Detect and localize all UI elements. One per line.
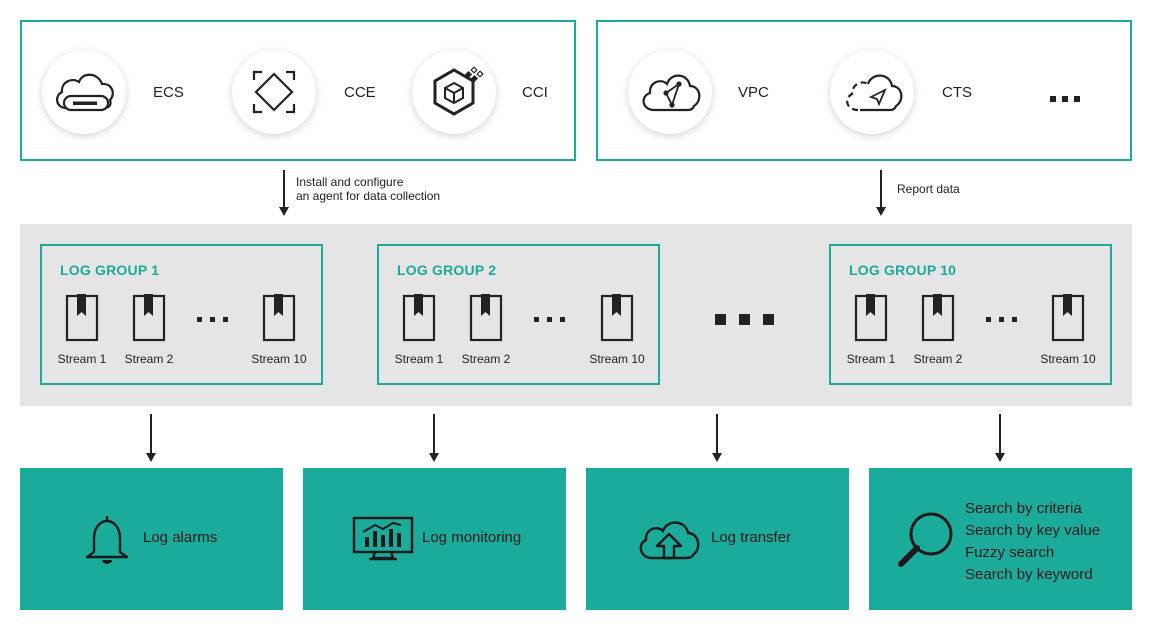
stream-book-icon xyxy=(854,294,888,342)
stream-book-icon xyxy=(469,294,503,342)
more-log-groups-icon xyxy=(715,314,774,325)
search-option: Search by key value xyxy=(965,522,1101,539)
monitor-chart-icon xyxy=(352,516,414,561)
cloud-trace-icon xyxy=(846,74,903,112)
log-group-title: LOG GROUP 1 xyxy=(60,262,160,278)
cloud-server-icon xyxy=(56,73,114,112)
log-group-1: LOG GROUP 1 Stream 1 Stream 2 Stream 10 xyxy=(40,244,323,385)
more-streams-icon xyxy=(534,317,565,322)
more-services-indicator xyxy=(1050,90,1082,108)
log-monitoring-label: Log monitoring xyxy=(422,529,522,546)
log-group-title: LOG GROUP 10 xyxy=(849,262,957,278)
source-box-compute: ECS CCE CCI xyxy=(20,20,576,161)
search-options-list: Search by criteria Search by key value F… xyxy=(965,498,1100,586)
cloud-network-icon xyxy=(642,74,701,112)
service-label-cci: CCI xyxy=(522,84,548,101)
more-dots-icon xyxy=(1050,96,1080,102)
ecs-service-circle xyxy=(42,50,126,134)
log-group-10: LOG GROUP 10 Stream 1 Stream 2 Stream 10 xyxy=(829,244,1112,385)
arrow-to-transfer xyxy=(712,414,722,462)
arrow-to-alarms xyxy=(146,414,156,462)
cce-service-circle xyxy=(232,50,316,134)
stream-label: Stream 1 xyxy=(57,352,107,366)
stream-label: Stream 10 xyxy=(251,352,307,366)
stream-item: Stream 2 xyxy=(908,294,968,366)
install-label-line2: an agent for data collection xyxy=(296,189,441,203)
service-label-vpc: VPC xyxy=(738,84,769,101)
search-option: Fuzzy search xyxy=(965,544,1055,561)
more-streams-icon xyxy=(197,317,228,322)
arrow-to-search xyxy=(995,414,1005,462)
stream-book-icon xyxy=(600,294,634,342)
report-arrow xyxy=(876,170,886,216)
stream-item: Stream 1 xyxy=(841,294,901,366)
stream-item: Stream 2 xyxy=(119,294,179,366)
stream-item: Stream 10 xyxy=(587,294,647,366)
stream-item: Stream 2 xyxy=(456,294,516,366)
service-label-ecs: ECS xyxy=(153,84,184,101)
stream-label: Stream 2 xyxy=(124,352,174,366)
stream-item: Stream 1 xyxy=(389,294,449,366)
more-streams-icon xyxy=(986,317,1017,322)
log-monitoring-box: Log monitoring xyxy=(303,468,566,610)
stream-book-icon xyxy=(402,294,436,342)
log-search-box: Search by criteria Search by key value F… xyxy=(869,468,1132,610)
container-engine-icon xyxy=(252,70,296,114)
log-transfer-label: Log transfer xyxy=(711,529,792,546)
stream-label: Stream 10 xyxy=(589,352,645,366)
arrow-to-monitoring xyxy=(429,414,439,462)
vpc-service-circle xyxy=(628,50,712,134)
install-label-line1: Install and configure xyxy=(296,175,404,189)
log-alarms-label: Log alarms xyxy=(143,529,218,546)
stream-label: Stream 10 xyxy=(1040,352,1096,366)
stream-book-icon xyxy=(1051,294,1085,342)
cloud-upload-icon xyxy=(639,521,700,560)
stream-book-icon xyxy=(65,294,99,342)
service-label-cce: CCE xyxy=(344,84,376,101)
magnifier-icon xyxy=(898,512,953,567)
search-option: Search by criteria xyxy=(965,500,1082,517)
stream-item: Stream 1 xyxy=(52,294,112,366)
container-instance-icon xyxy=(433,66,484,116)
stream-label: Stream 1 xyxy=(394,352,444,366)
stream-item: Stream 10 xyxy=(249,294,309,366)
stream-label: Stream 2 xyxy=(913,352,963,366)
stream-book-icon xyxy=(132,294,166,342)
stream-book-icon xyxy=(921,294,955,342)
stream-book-icon xyxy=(262,294,296,342)
install-arrow xyxy=(279,170,289,216)
log-alarms-box: Log alarms xyxy=(20,468,283,610)
stream-item: Stream 10 xyxy=(1038,294,1098,366)
report-arrow-label: Report data xyxy=(897,182,960,196)
cts-service-circle xyxy=(830,50,914,134)
install-arrow-label: Install and configure an agent for data … xyxy=(296,175,440,203)
stream-label: Stream 2 xyxy=(461,352,511,366)
service-label-cts: CTS xyxy=(942,84,972,101)
source-box-network: VPC CTS xyxy=(596,20,1132,161)
bell-icon xyxy=(85,516,129,564)
stream-label: Stream 1 xyxy=(846,352,896,366)
log-group-2: LOG GROUP 2 Stream 1 Stream 2 Stream 10 xyxy=(377,244,660,385)
cci-service-circle xyxy=(412,50,496,134)
log-transfer-box: Log transfer xyxy=(586,468,849,610)
log-group-title: LOG GROUP 2 xyxy=(397,262,497,278)
search-option: Search by keyword xyxy=(965,566,1093,583)
